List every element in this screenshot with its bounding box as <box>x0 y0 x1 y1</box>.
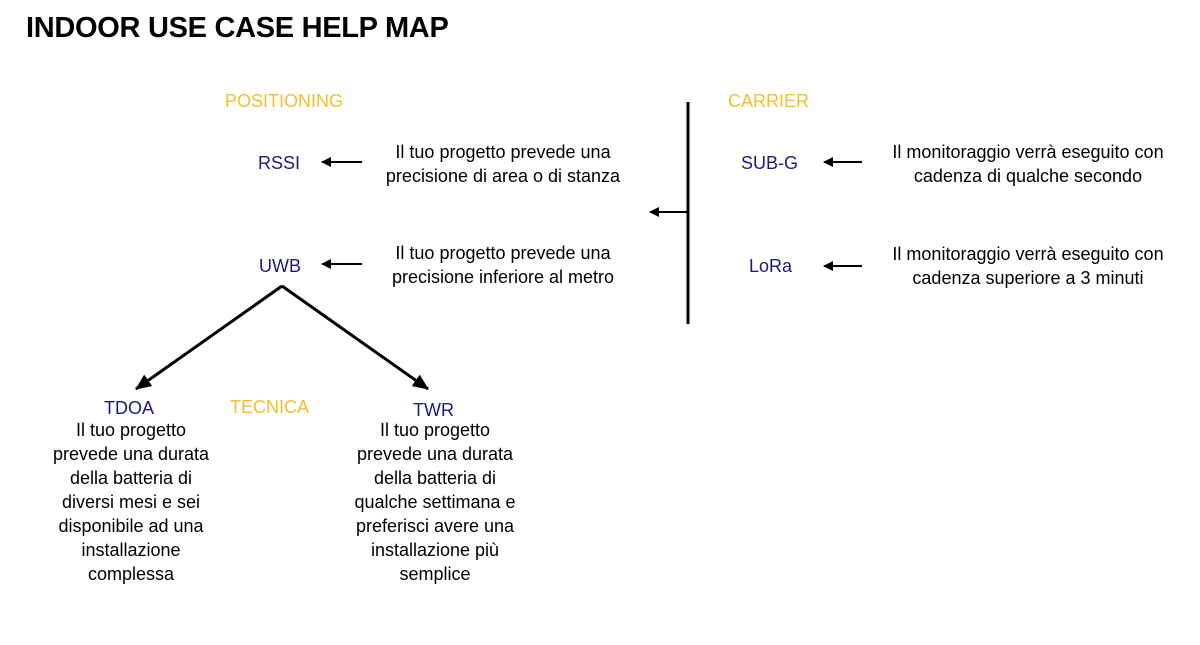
section-positioning: POSITIONING <box>225 91 344 111</box>
desc-tdoa-line: installazione <box>81 540 181 560</box>
section-carrier: CARRIER <box>728 91 810 111</box>
node-subg: SUB-G <box>741 153 799 173</box>
desc-twr-line: installazione più <box>370 540 500 560</box>
desc-tdoa-line: complessa <box>87 564 175 584</box>
desc-tdoa-line: prevede una durata <box>52 444 210 464</box>
node-twr: TWR <box>413 400 454 420</box>
desc-rssi-line1: Il tuo progetto prevede una <box>395 142 611 162</box>
desc-rssi: Il tuo progetto prevede una precisione d… <box>368 140 638 188</box>
node-uwb: UWB <box>259 256 301 276</box>
section-tecnica: TECNICA <box>230 397 310 417</box>
desc-tdoa-line: Il tuo progetto <box>75 420 187 440</box>
desc-tdoa-line: diversi mesi e sei <box>61 492 201 512</box>
desc-twr: Il tuo progetto prevede una durata della… <box>340 418 530 586</box>
desc-twr-line: preferisci avere una <box>355 516 515 536</box>
desc-tdoa: Il tuo progetto prevede una durata della… <box>40 418 222 586</box>
desc-twr-line: semplice <box>399 564 471 584</box>
desc-twr-line: qualche settimana e <box>354 492 516 512</box>
desc-rssi-line2: precisione di area o di stanza <box>385 166 621 186</box>
desc-lora-line1: Il monitoraggio verrà eseguito con <box>892 244 1164 264</box>
desc-subg: Il monitoraggio verrà eseguito con caden… <box>868 140 1188 188</box>
node-lora: LoRa <box>749 256 793 276</box>
desc-tdoa-line: disponibile ad una <box>58 516 204 536</box>
desc-twr-line: della batteria di <box>373 468 497 488</box>
desc-twr-line: prevede una durata <box>356 444 514 464</box>
desc-uwb-line1: Il tuo progetto prevede una <box>395 243 611 263</box>
desc-twr-line: Il tuo progetto <box>379 420 491 440</box>
desc-tdoa-line: della batteria di <box>69 468 193 488</box>
arrow-uwb-tdoa <box>135 284 283 391</box>
desc-lora: Il monitoraggio verrà eseguito con caden… <box>868 242 1188 290</box>
node-rssi: RSSI <box>258 153 301 173</box>
desc-uwb: Il tuo progetto prevede una precisione i… <box>368 241 638 289</box>
desc-subg-line2: cadenza di qualche secondo <box>913 166 1143 186</box>
arrow-uwb-twr <box>281 284 429 391</box>
page-title: INDOOR USE CASE HELP MAP <box>26 12 449 44</box>
desc-lora-line2: cadenza superiore a 3 minuti <box>912 268 1144 288</box>
node-tdoa: TDOA <box>104 398 155 418</box>
desc-subg-line1: Il monitoraggio verrà eseguito con <box>892 142 1164 162</box>
desc-uwb-line2: precisione inferiore al metro <box>391 267 615 287</box>
